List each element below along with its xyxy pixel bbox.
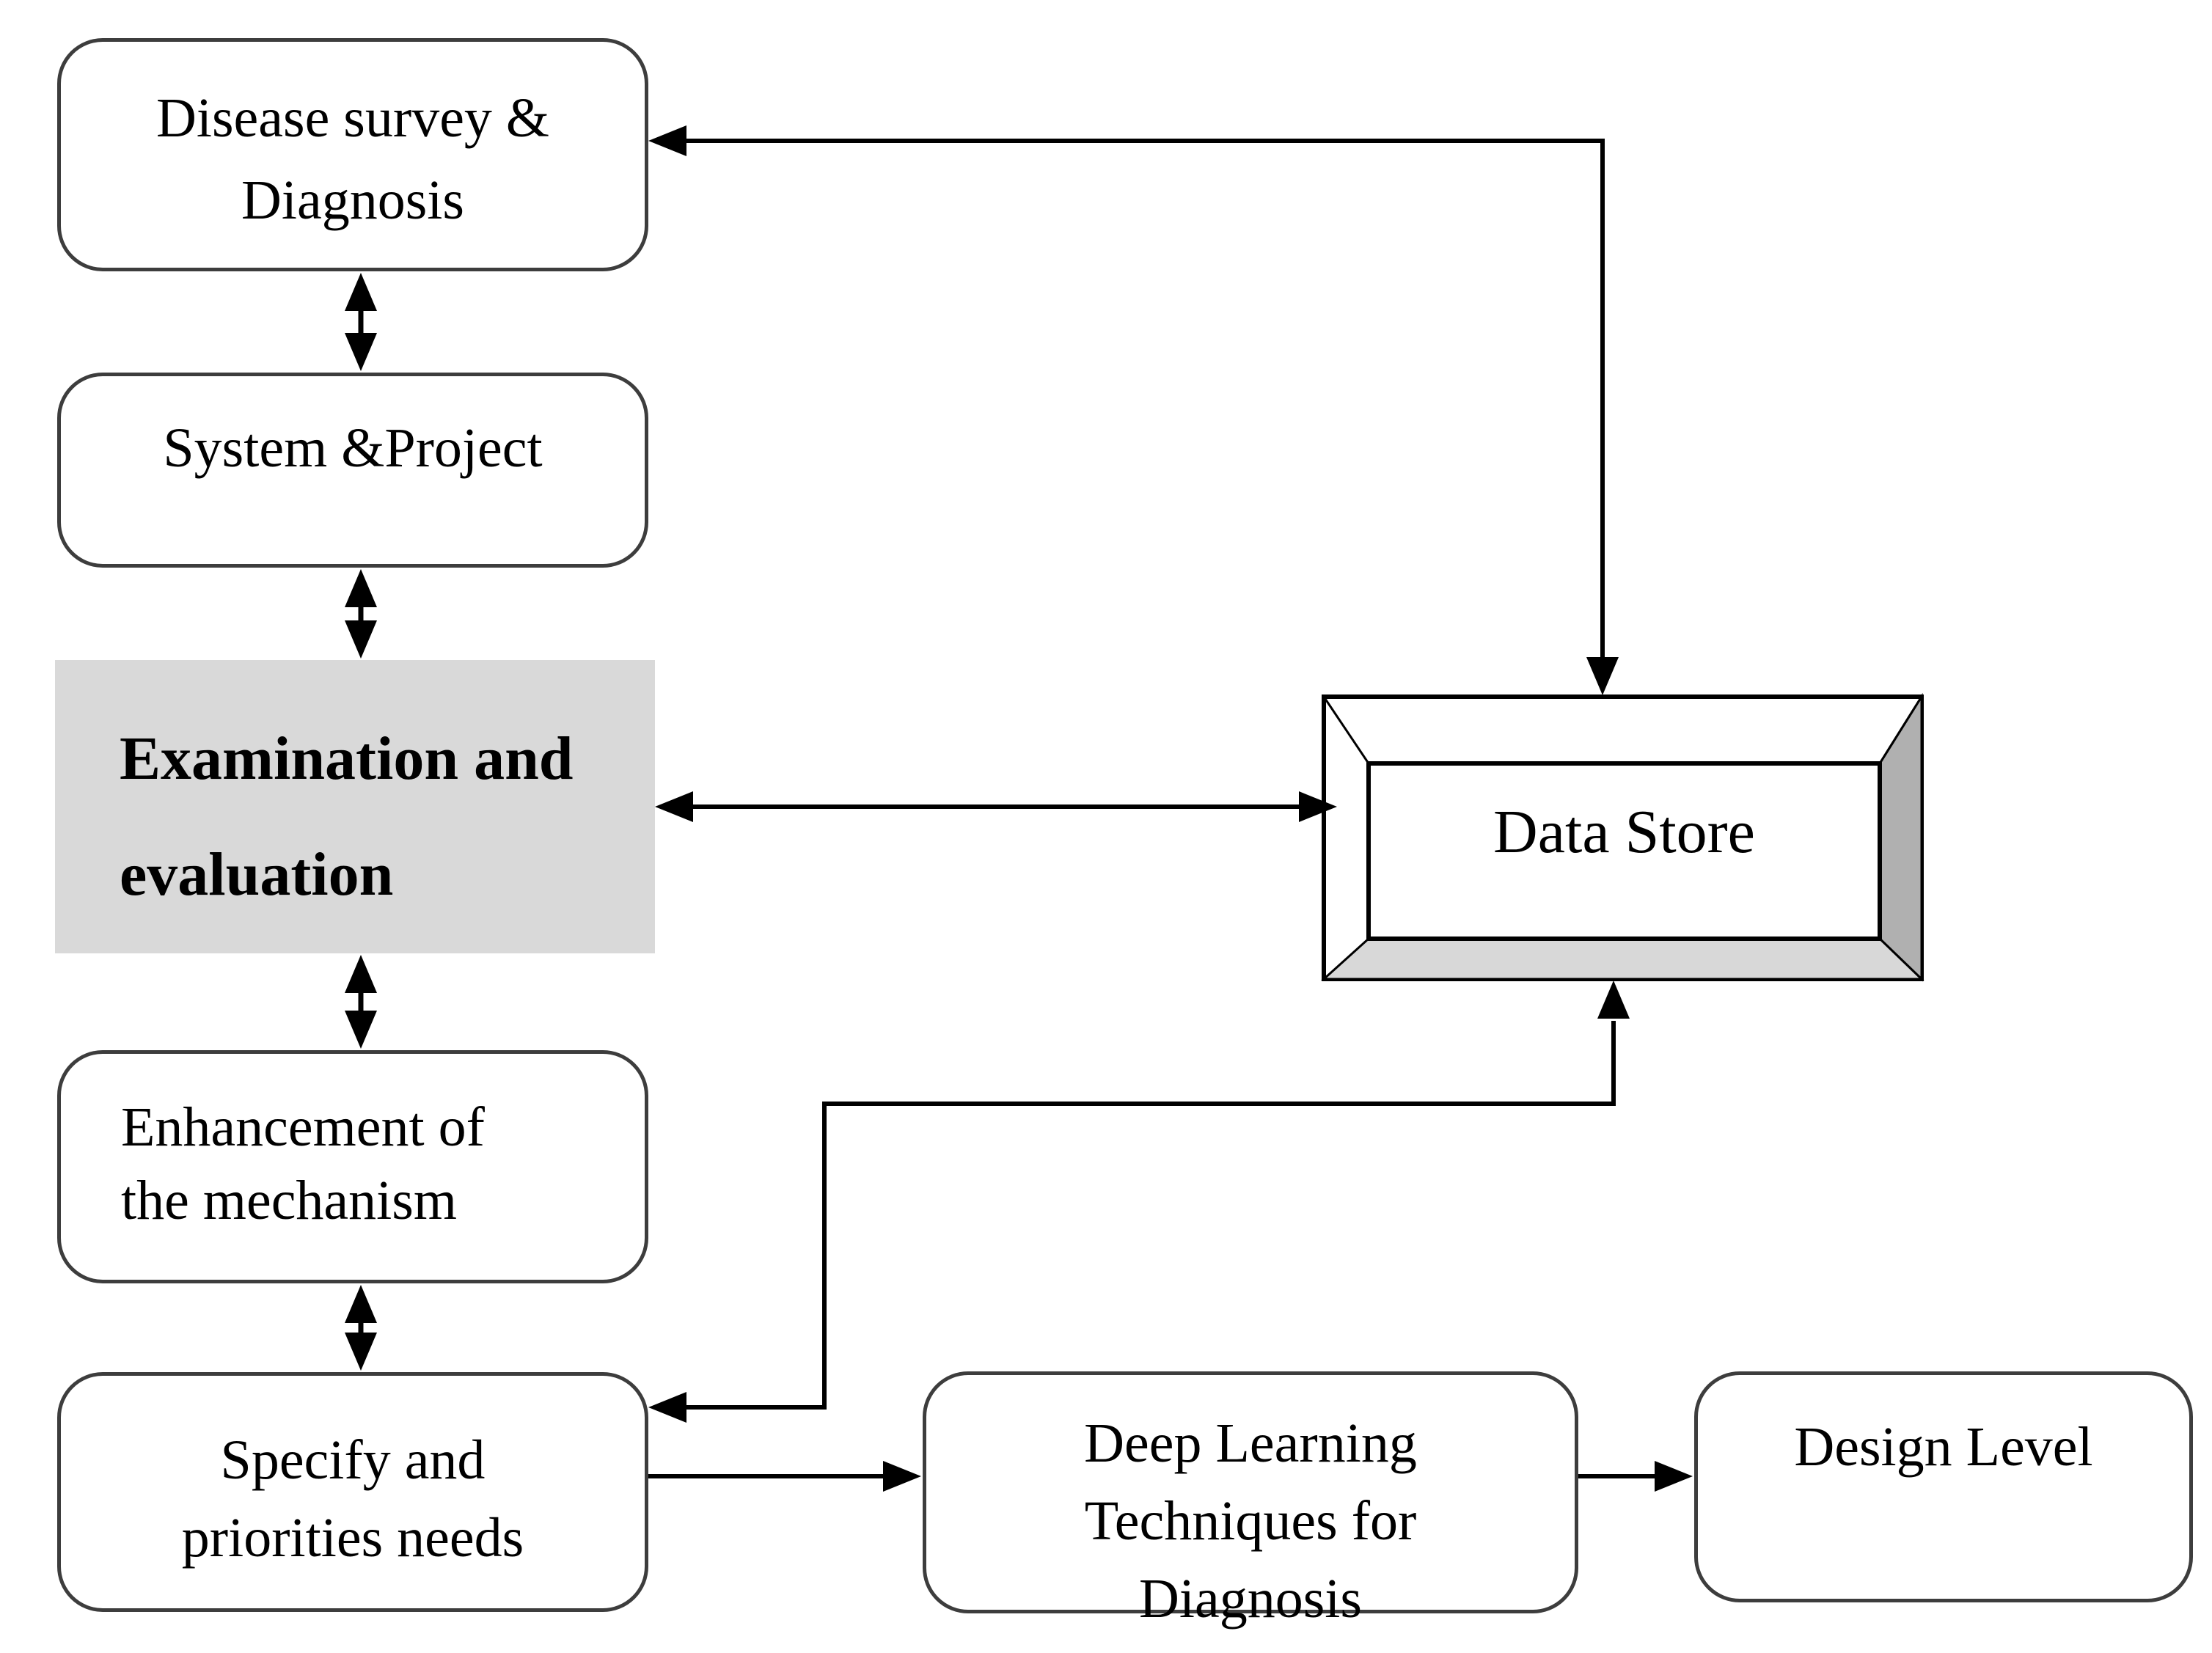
node-label-line: Deep Learning xyxy=(1084,1412,1417,1474)
node-design-level: Design Level xyxy=(1694,1371,2193,1602)
arrow-specify-to-datastore xyxy=(648,981,1630,1423)
node-label-line: Enhancement of xyxy=(121,1096,485,1158)
node-label-line: evaluation xyxy=(120,840,394,909)
node-examination-evaluation: Examination and evaluation xyxy=(55,660,655,953)
arrow-datastore-to-disease xyxy=(648,125,1619,695)
arrow-enhancement-specify xyxy=(345,1285,377,1371)
node-label-line: Techniques for xyxy=(1084,1490,1417,1552)
node-label-line: Diagnosis xyxy=(241,169,464,231)
datastore-diagonal-tr xyxy=(1878,696,1923,764)
arrow-deeplearning-to-design xyxy=(1578,1461,1693,1492)
arrow-specify-to-deeplearning xyxy=(648,1461,921,1492)
datastore-shape xyxy=(1321,692,1924,982)
datastore-inner-rect xyxy=(1366,761,1882,941)
node-deep-learning-techniques: Deep Learning Techniques for Diagnosis xyxy=(923,1371,1578,1630)
node-label-line: Disease survey & xyxy=(155,87,550,149)
node-system-project: System &Project xyxy=(57,373,648,568)
node-label-line: Specify and xyxy=(220,1429,486,1491)
node-label-line: System &Project xyxy=(163,417,543,479)
arrow-system-examination xyxy=(345,569,377,659)
arrow-disease-system xyxy=(345,273,377,371)
node-label-line: Data Store xyxy=(1493,798,1755,866)
node-label-line: Examination and xyxy=(120,725,574,793)
arrow-examination-enhancement xyxy=(345,955,377,1049)
node-specify-priorities-needs: Specify and priorities needs xyxy=(57,1372,648,1612)
node-label-line: Diagnosis xyxy=(1139,1568,1362,1630)
datastore-diagonal-tl xyxy=(1322,696,1370,764)
node-label-line: priorities needs xyxy=(181,1507,524,1569)
node-enhancement-mechanism: Enhancement of the mechanism xyxy=(57,1050,648,1283)
node-label-line: the mechanism xyxy=(121,1170,457,1231)
arrow-examination-datastore xyxy=(655,791,1337,822)
node-disease-survey: Disease survey & Diagnosis xyxy=(57,38,648,271)
node-label-line: Design Level xyxy=(1794,1416,2093,1478)
node-data-store: Data Store xyxy=(1369,763,1880,939)
datastore-bottom-face xyxy=(1321,937,1924,981)
